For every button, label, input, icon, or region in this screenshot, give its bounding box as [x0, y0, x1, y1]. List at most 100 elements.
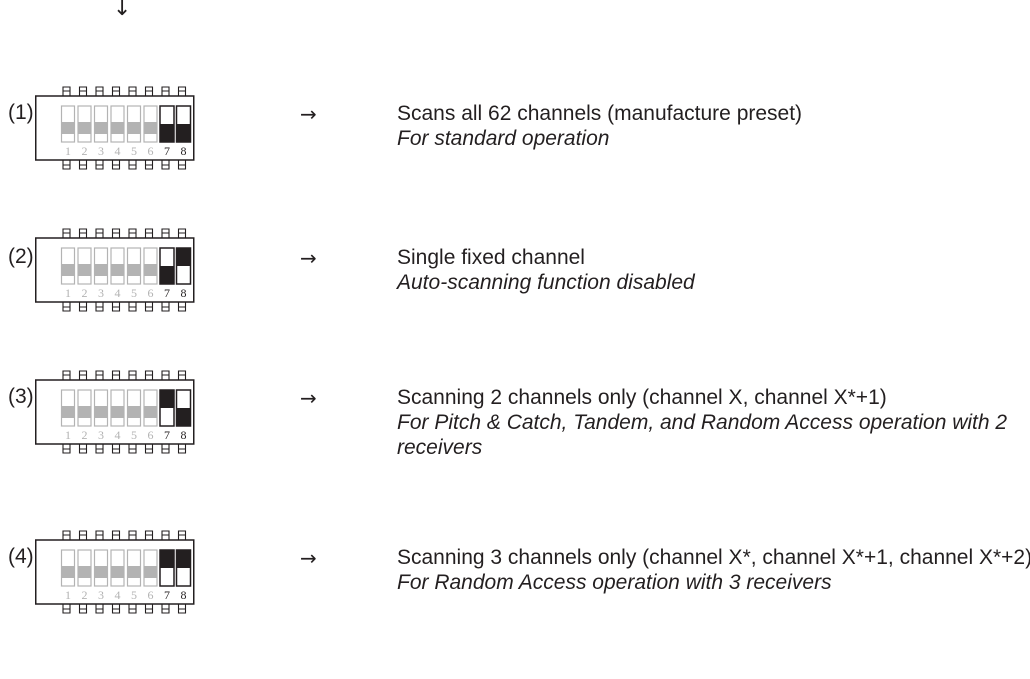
arrow-icon: →	[300, 386, 317, 410]
pin-top	[144, 370, 154, 380]
switch-number: 7	[164, 144, 170, 158]
switch-number: 7	[164, 588, 170, 602]
switch-knob	[94, 122, 108, 134]
pin-bottom	[161, 302, 170, 312]
switch-number: 6	[148, 144, 154, 158]
switch-number: 8	[181, 144, 187, 158]
pin-top	[62, 530, 71, 540]
switch-knob	[127, 122, 141, 134]
pin-top	[128, 530, 137, 540]
switch-knob	[61, 406, 75, 418]
pin-bottom	[78, 444, 88, 454]
pin-top	[161, 228, 170, 238]
pin-bottom	[128, 160, 137, 170]
switch-number: 4	[115, 428, 121, 442]
switch-knob	[78, 264, 91, 276]
pin-top	[177, 530, 187, 540]
switch-number: 2	[82, 588, 88, 602]
setting-main-text: Single fixed channel	[397, 246, 585, 269]
pin-top	[62, 86, 71, 96]
pin-top	[78, 228, 88, 238]
switch-knob	[127, 566, 141, 578]
switch-number: 1	[65, 144, 71, 158]
arrow-icon: →	[300, 102, 317, 126]
setting-sub-text: For Pitch & Catch, Tandem, and Random Ac…	[397, 411, 1008, 459]
pin-top	[161, 530, 170, 540]
pin-bottom	[144, 160, 154, 170]
down-arrow-icon: ↓	[113, 0, 132, 21]
setting-sub-text: For standard operation	[397, 127, 610, 150]
switch-number: 8	[181, 286, 187, 300]
pin-bottom	[161, 160, 170, 170]
setting-label: (1)	[8, 101, 34, 124]
setting-sub-text: For Random Access operation with 3 recei…	[397, 571, 832, 594]
pin-top	[161, 86, 170, 96]
switch-knob	[94, 406, 108, 418]
pin-bottom	[177, 160, 187, 170]
pin-top	[177, 86, 187, 96]
pin-bottom	[177, 604, 187, 614]
switch-number: 6	[148, 588, 154, 602]
pin-bottom	[95, 302, 104, 312]
switch-number: 3	[98, 428, 104, 442]
switch-knob	[78, 406, 91, 418]
switch-knob	[160, 550, 174, 568]
switch-knob	[176, 248, 191, 266]
setting-main-text: Scanning 2 channels only (channel X, cha…	[397, 386, 887, 409]
switch-knob	[176, 124, 191, 142]
switch-number: 3	[98, 144, 104, 158]
switch-number: 2	[82, 428, 88, 442]
switch-knob	[144, 264, 157, 276]
switch-knob	[78, 122, 91, 134]
pin-bottom	[62, 444, 71, 454]
switch-number: 1	[65, 286, 71, 300]
pin-top	[128, 228, 137, 238]
pin-top	[128, 86, 137, 96]
pin-bottom	[177, 302, 187, 312]
switch-number: 3	[98, 286, 104, 300]
setting-description: Scanning 3 channels only (channel X*, ch…	[397, 545, 1030, 595]
switch-number: 6	[148, 428, 154, 442]
pin-top	[95, 370, 104, 380]
switch-knob	[111, 566, 124, 578]
setting-label: (2)	[8, 245, 34, 268]
switch-number: 5	[131, 588, 137, 602]
setting-description: Scanning 2 channels only (channel X, cha…	[397, 385, 1030, 460]
switch-number: 4	[115, 286, 121, 300]
pin-bottom	[161, 444, 170, 454]
pin-top	[144, 530, 154, 540]
pin-bottom	[111, 604, 121, 614]
pin-top	[95, 228, 104, 238]
setting-main-text: Scans all 62 channels (manufacture prese…	[397, 102, 803, 125]
switch-knob	[61, 122, 75, 134]
pin-bottom	[95, 604, 104, 614]
pin-bottom	[62, 604, 71, 614]
pin-bottom	[95, 444, 104, 454]
pin-top	[62, 370, 71, 380]
switch-number: 2	[82, 286, 88, 300]
switch-number: 4	[115, 144, 121, 158]
switch-knob	[176, 408, 191, 426]
pin-bottom	[128, 302, 137, 312]
switch-knob	[176, 550, 191, 568]
pin-top	[95, 530, 104, 540]
switch-knob	[144, 122, 157, 134]
switch-knob	[78, 566, 91, 578]
switch-number: 1	[65, 588, 71, 602]
switch-number: 3	[98, 588, 104, 602]
pin-bottom	[78, 604, 88, 614]
switch-knob	[127, 264, 141, 276]
pin-top	[144, 228, 154, 238]
switch-number: 7	[164, 286, 170, 300]
pin-top	[78, 530, 88, 540]
setting-description: Scans all 62 channels (manufacture prese…	[397, 101, 1030, 151]
switch-knob	[94, 566, 108, 578]
switch-knob	[127, 406, 141, 418]
switch-knob	[144, 406, 157, 418]
pin-bottom	[144, 604, 154, 614]
pin-bottom	[128, 604, 137, 614]
